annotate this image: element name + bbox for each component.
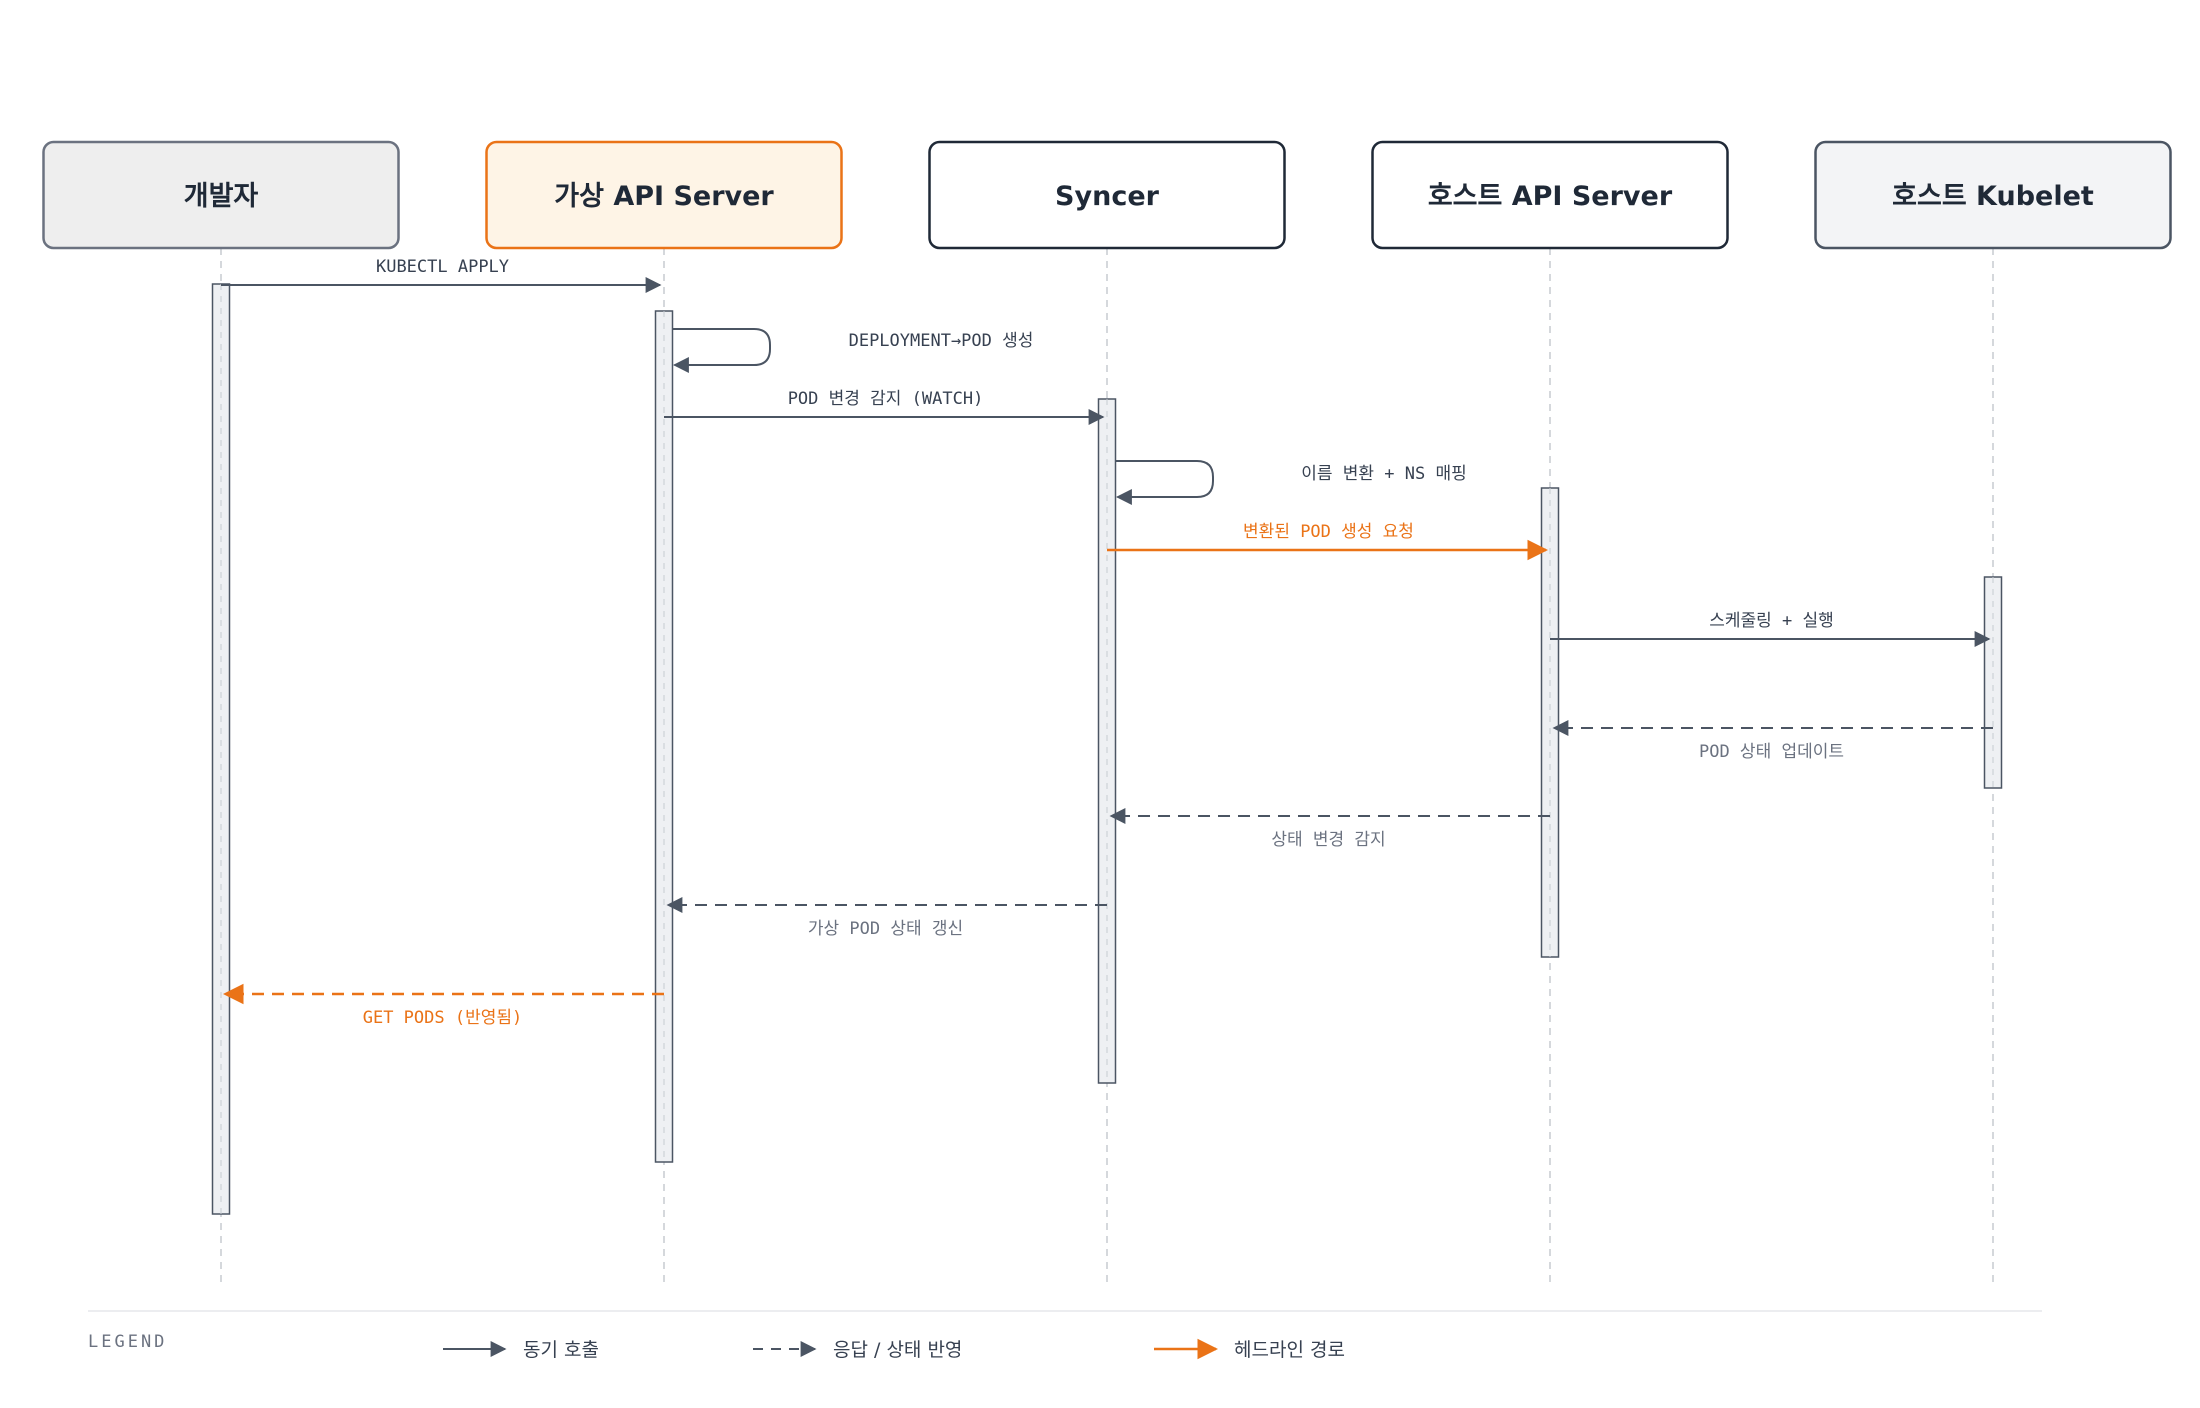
actor-host-kubelet: 호스트 Kubelet	[1814, 140, 2172, 250]
message-label: GET PODS (반영됨)	[363, 1008, 523, 1028]
actor-box	[928, 140, 1286, 250]
actor-box	[1371, 140, 1729, 250]
legend-item-reply: 응답 / 상태 반영	[753, 1339, 962, 1361]
message-label: 가상 POD 상태 갱신	[808, 919, 963, 939]
message-ns: 이름 변환 + NS 매핑	[1115, 460, 1467, 505]
legend-label: 헤드라인 경로	[1234, 1339, 1345, 1361]
message-kubectl-apply: KUBECTL APPLY	[221, 257, 662, 293]
message-label: 변환된 POD 생성 요청	[1243, 522, 1414, 542]
actor-virtual-api: 가상 API Server	[485, 140, 843, 250]
legend-label: 동기 호출	[523, 1339, 599, 1361]
actor-label: 가상 API Server	[554, 181, 774, 212]
actor-label: 호스트 Kubelet	[1892, 181, 2094, 212]
message-item: 상태 변경 감지	[1109, 808, 1550, 850]
message-label: 이름 변환 + NS 매핑	[1301, 464, 1466, 484]
legend-item-sync: 동기 호출	[443, 1339, 599, 1361]
actor-syncer: Syncer	[928, 140, 1286, 250]
actor-label: 호스트 API Server	[1428, 181, 1673, 212]
message-label: 스케줄링 + 실행	[1709, 611, 1834, 631]
message-get-pods: GET PODS (반영됨)	[222, 983, 664, 1028]
message-deployment-pod: DEPLOYMENT→POD 생성	[672, 328, 1034, 373]
self-call-loop	[1115, 460, 1214, 505]
message-pod-watch: POD 변경 감지 (WATCH)	[664, 389, 1105, 425]
message-pod: POD 상태 업데이트	[1552, 720, 1993, 762]
actor-box	[485, 140, 843, 250]
legend-label: 응답 / 상태 반영	[833, 1339, 962, 1361]
legend-item-headline: 헤드라인 경로	[1154, 1338, 1345, 1361]
actor-box	[42, 140, 400, 250]
actor-host-api: 호스트 API Server	[1371, 140, 1729, 250]
message-pod: 가상 POD 상태 갱신	[666, 897, 1107, 939]
actor-box	[1814, 140, 2172, 250]
actor-label: Syncer	[1055, 181, 1160, 212]
message-label: 상태 변경 감지	[1271, 830, 1385, 850]
activation-bar-developer	[211, 283, 231, 1215]
message-item: 스케줄링 + 실행	[1550, 611, 1991, 647]
activation-bar-host-kubelet	[1983, 576, 2003, 789]
self-call-loop	[672, 328, 771, 373]
message-label: DEPLOYMENT→POD 생성	[849, 331, 1034, 351]
message-pod: 변환된 POD 생성 요청	[1107, 522, 1549, 561]
legend-title: LEGEND	[88, 1332, 167, 1352]
message-label: POD 변경 감지 (WATCH)	[788, 389, 984, 409]
message-label: POD 상태 업데이트	[1699, 742, 1844, 762]
actor-label: 개발자	[184, 181, 259, 212]
actor-developer: 개발자	[42, 140, 400, 250]
message-label: KUBECTL APPLY	[376, 257, 509, 277]
